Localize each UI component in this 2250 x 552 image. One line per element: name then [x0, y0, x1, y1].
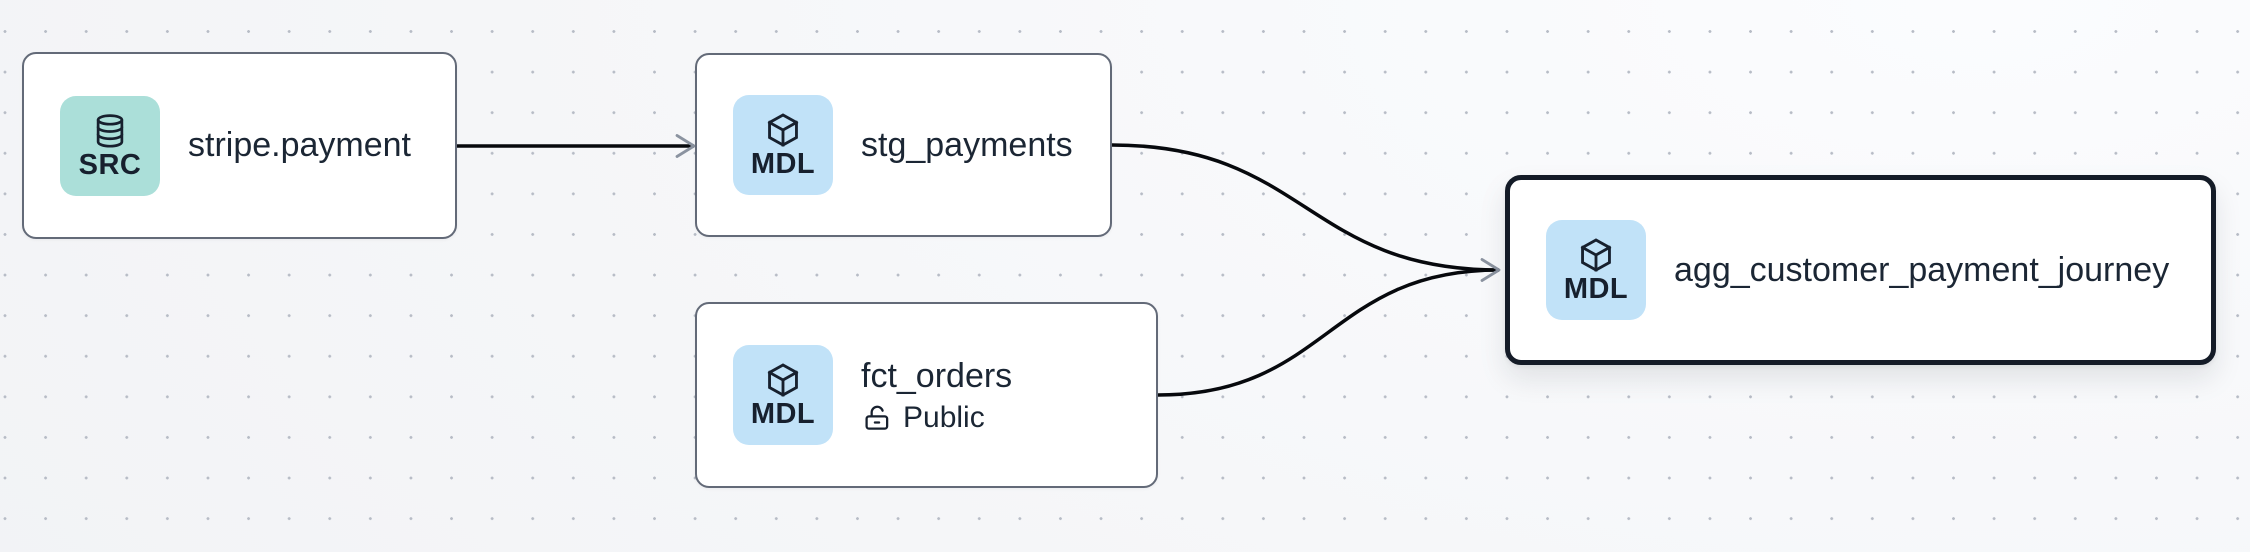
access-row: Public — [861, 401, 1012, 434]
node-label: agg_customer_payment_journey — [1674, 250, 2170, 289]
node-stg-payments[interactable]: MDL stg_payments — [695, 53, 1112, 237]
badge-label: MDL — [750, 148, 816, 180]
edge-stg-to-agg[interactable] — [1111, 143, 1500, 272]
node-label: stg_payments — [861, 125, 1073, 164]
model-type-badge: MDL — [733, 95, 833, 195]
edge-fct-to-agg[interactable] — [1157, 268, 1500, 397]
cube-icon — [1580, 238, 1612, 272]
cube-icon — [767, 113, 799, 147]
access-label: Public — [903, 401, 985, 435]
node-label: stripe.payment — [188, 126, 411, 165]
badge-label: MDL — [1563, 273, 1629, 305]
node-agg-customer-payment-journey[interactable]: MDL agg_customer_payment_journey — [1505, 175, 2216, 365]
source-type-badge: SRC — [60, 95, 160, 196]
badge-label: MDL — [750, 398, 816, 430]
unlock-icon — [865, 405, 889, 430]
node-stripe-payment[interactable]: SRC stripe.payment — [22, 52, 457, 239]
arrowhead-icon — [1480, 258, 1501, 282]
node-fct-orders[interactable]: MDL fct_orders Public — [695, 302, 1158, 488]
badge-label: SRC — [78, 148, 142, 181]
database-icon — [96, 113, 124, 148]
arrowhead-icon — [675, 134, 696, 158]
cube-icon — [767, 363, 799, 397]
model-type-badge: MDL — [733, 345, 833, 445]
node-label: fct_orders — [861, 356, 1013, 395]
model-type-badge: MDL — [1546, 220, 1646, 320]
